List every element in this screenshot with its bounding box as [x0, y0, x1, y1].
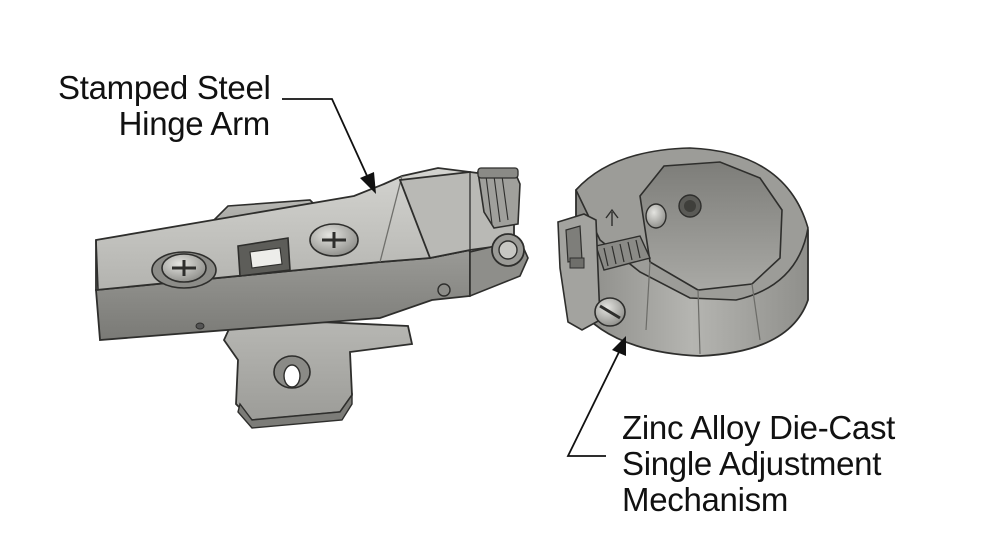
- hinge-arm-assembly: [95, 167, 529, 429]
- hinge-cup-assembly: [557, 147, 809, 357]
- callout-hinge-arm-line1: Stamped Steel: [58, 69, 271, 106]
- callout-hinge-arm: Stamped Steel Hinge Arm: [58, 69, 271, 142]
- callout-cup-line2: Single Adjustment: [622, 445, 882, 482]
- callout-cup: Zinc Alloy Die-Cast Single Adjustment Me…: [622, 410, 895, 518]
- cup-pocket: [639, 161, 783, 291]
- callout-cup-line3: Mechanism: [622, 481, 789, 518]
- callout-hinge-arm-line2: Hinge Arm: [118, 105, 271, 142]
- leader-line-cup: [566, 336, 626, 457]
- leader-line-hinge-arm: [282, 98, 376, 194]
- callout-cup-line1: Zinc Alloy Die-Cast: [622, 409, 896, 446]
- spring-mechanism: [595, 208, 651, 271]
- hinge-arm: [95, 167, 529, 341]
